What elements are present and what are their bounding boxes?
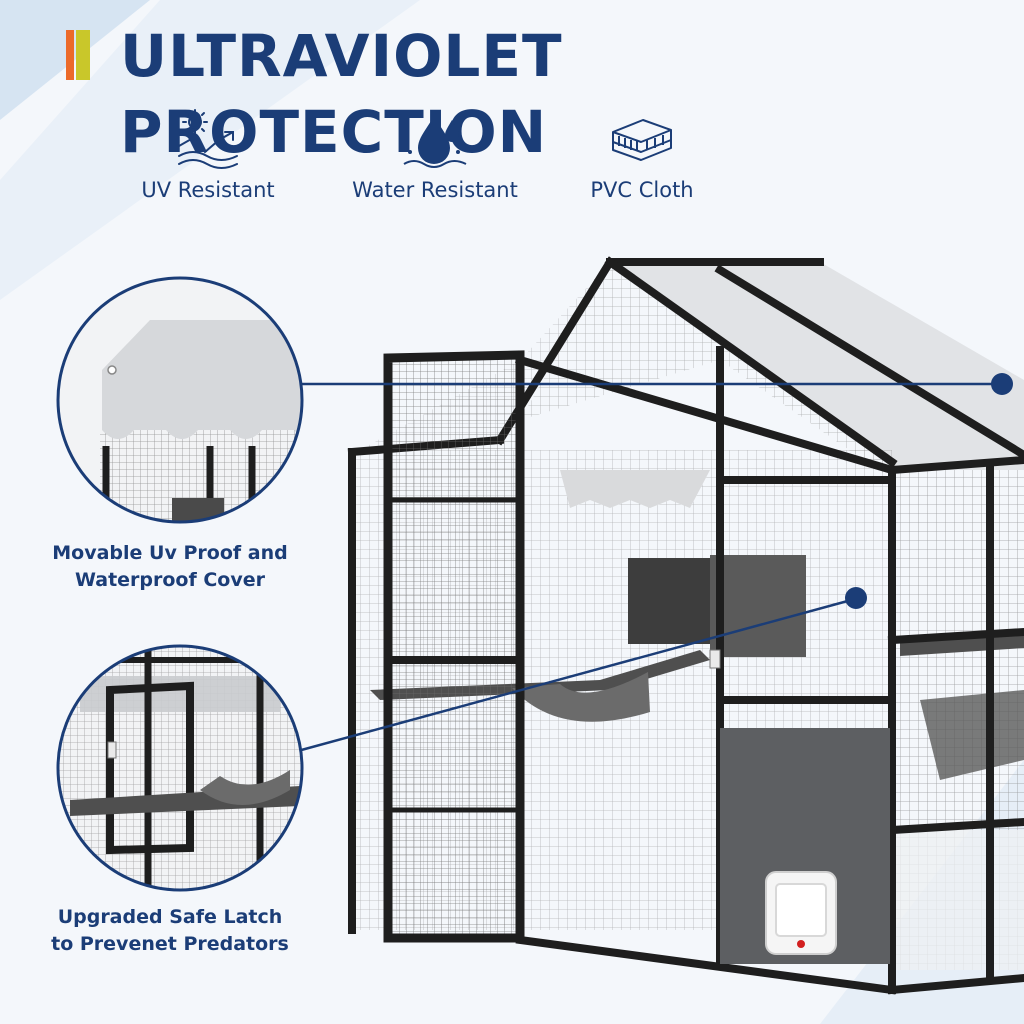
page-title: ULTRAVIOLET PROTECTION: [120, 22, 563, 166]
callout-dot-latch: [845, 587, 867, 609]
open-door: [383, 350, 525, 943]
water-drops-icon: [403, 116, 467, 168]
feature-pvc-cloth: PVC Cloth: [572, 108, 712, 202]
feature-uv-resistant: UV Resistant: [128, 108, 288, 202]
door-latch: [709, 649, 721, 669]
title-accent-bars: [66, 30, 92, 80]
uv-sun-icon: [178, 109, 238, 169]
feature-water-resistant: Water Resistant: [350, 108, 520, 202]
enclosure-frame: [347, 256, 1024, 995]
feature-label: PVC Cloth: [590, 178, 694, 202]
solid-panel: [720, 728, 890, 964]
callout-line: Upgraded Safe Latch: [57, 906, 283, 928]
callout-dot-cover: [991, 373, 1013, 395]
callout-line: to Prevenet Predators: [51, 933, 289, 955]
fabric-layers-icon: [612, 119, 672, 161]
roof-cover: [610, 262, 1024, 470]
callout-cover-text: Movable Uv Proof and Waterproof Cover: [20, 540, 320, 594]
callout-line: Movable Uv Proof and: [52, 542, 288, 564]
zoom-circle-cover: [56, 276, 304, 524]
feature-label: UV Resistant: [141, 178, 275, 202]
callout-lines: [293, 382, 1000, 754]
feature-label: Water Resistant: [352, 178, 518, 202]
zoom-circle-latch: [56, 644, 304, 892]
callout-line: Waterproof Cover: [74, 569, 266, 591]
callout-latch-text: Upgraded Safe Latch to Prevenet Predator…: [20, 904, 320, 958]
